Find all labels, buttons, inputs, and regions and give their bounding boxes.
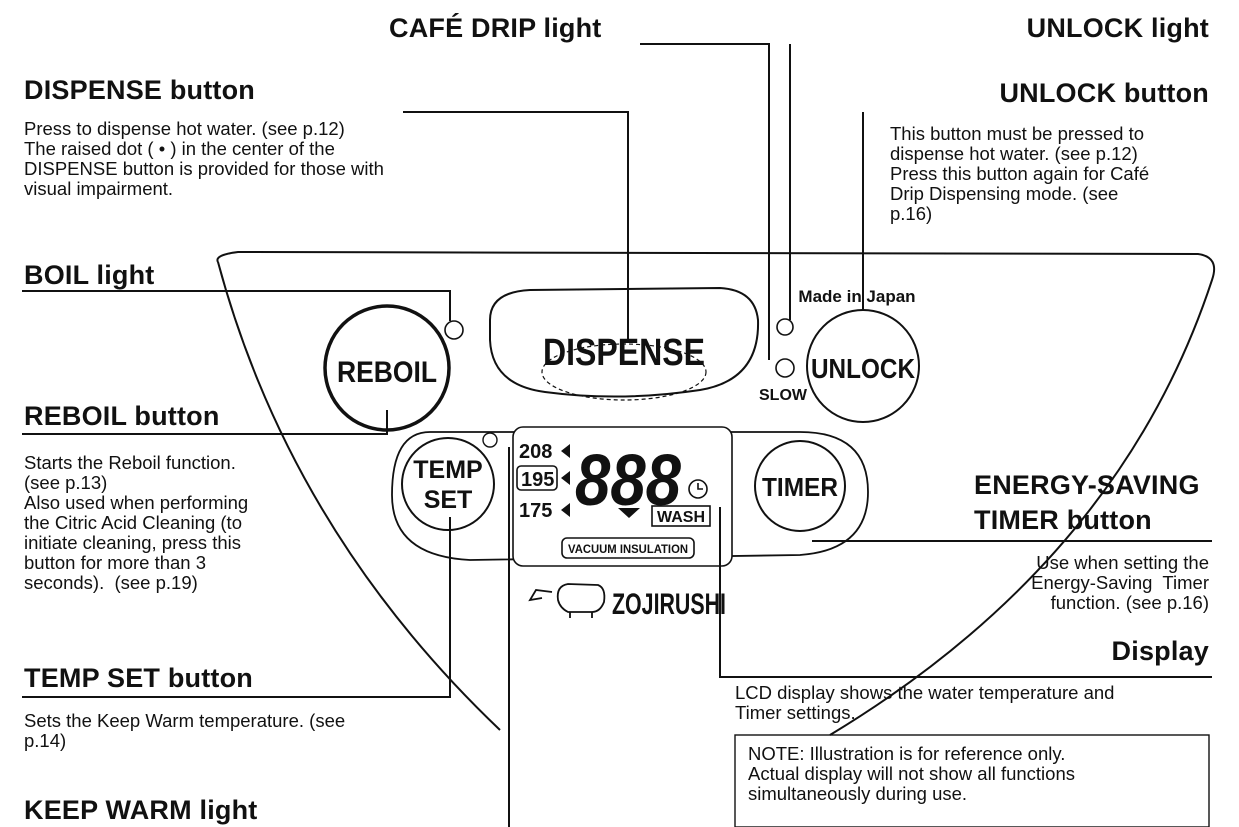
keep-warm-light <box>482 432 498 448</box>
display-desc: LCD display shows the water temperature … <box>735 682 1115 723</box>
temp-195: 195 <box>521 469 554 491</box>
energy-timer-desc: Use when setting the Energy-Saving Timer… <box>1031 552 1209 613</box>
cafe-drip-light-title: CAFÉ DRIP light <box>389 13 602 43</box>
down-arrow-icon <box>618 508 640 518</box>
note-box <box>734 734 1210 827</box>
temp-175: 175 <box>519 500 552 522</box>
note-text: NOTE: Illustration is for reference only… <box>748 743 1075 804</box>
made-in-label: Made in Japan <box>798 287 915 306</box>
unlock-button-title: UNLOCK button <box>999 78 1209 108</box>
unlock-light-title: UNLOCK light <box>1026 13 1209 43</box>
wash-label: WASH <box>657 509 705 526</box>
lower-panel <box>391 431 869 561</box>
dispense-pad <box>489 286 760 398</box>
timer-label: TIMER <box>762 472 838 502</box>
lcd-display <box>512 426 733 567</box>
brand-label: ZOJIRUSHI <box>612 588 726 621</box>
reboil-label: REBOIL <box>337 356 437 389</box>
vacuum-label: VACUUM INSULATION <box>568 542 688 556</box>
temp-208: 208 <box>519 441 552 463</box>
temp-set-button-title: TEMP SET button <box>24 663 253 693</box>
energy-timer-title-1: ENERGY-SAVING <box>974 470 1200 500</box>
temp-label-2: SET <box>424 486 473 514</box>
unlock-label: UNLOCK <box>811 353 915 384</box>
elephant-logo-icon <box>528 583 606 618</box>
dispense-label: DISPENSE <box>543 332 705 374</box>
timer-button[interactable] <box>754 440 846 532</box>
unlock-light <box>776 318 794 336</box>
temp-label-1: TEMP <box>413 456 482 484</box>
display-title: Display <box>1111 636 1209 666</box>
unlock-button-desc: This button must be pressed to dispense … <box>890 123 1150 224</box>
boil-light-title: BOIL light <box>24 260 155 290</box>
panel-top-rim <box>218 262 1212 287</box>
cafe-drip-light <box>775 358 795 378</box>
clock-icon <box>688 479 708 499</box>
reboil-button-desc: Starts the Reboil function. (see p.13) A… <box>24 452 249 593</box>
temp-set-button-desc: Sets the Keep Warm temperature. (see p.1… <box>24 710 346 751</box>
dispense-button-title: DISPENSE button <box>24 75 255 105</box>
energy-timer-title-2: TIMER button <box>974 505 1152 535</box>
slow-label: SLOW <box>759 387 808 404</box>
leader-lines <box>22 43 1212 827</box>
reboil-button-title: REBOIL button <box>24 401 220 431</box>
dispense-dot-ring <box>541 343 707 401</box>
keep-warm-light-title: KEEP WARM light <box>24 795 258 825</box>
boil-light <box>444 320 464 340</box>
dispense-button-desc: Press to dispense hot water. (see p.12) … <box>24 118 384 199</box>
panel-outline <box>216 250 1216 736</box>
temp-set-button[interactable] <box>401 437 495 531</box>
